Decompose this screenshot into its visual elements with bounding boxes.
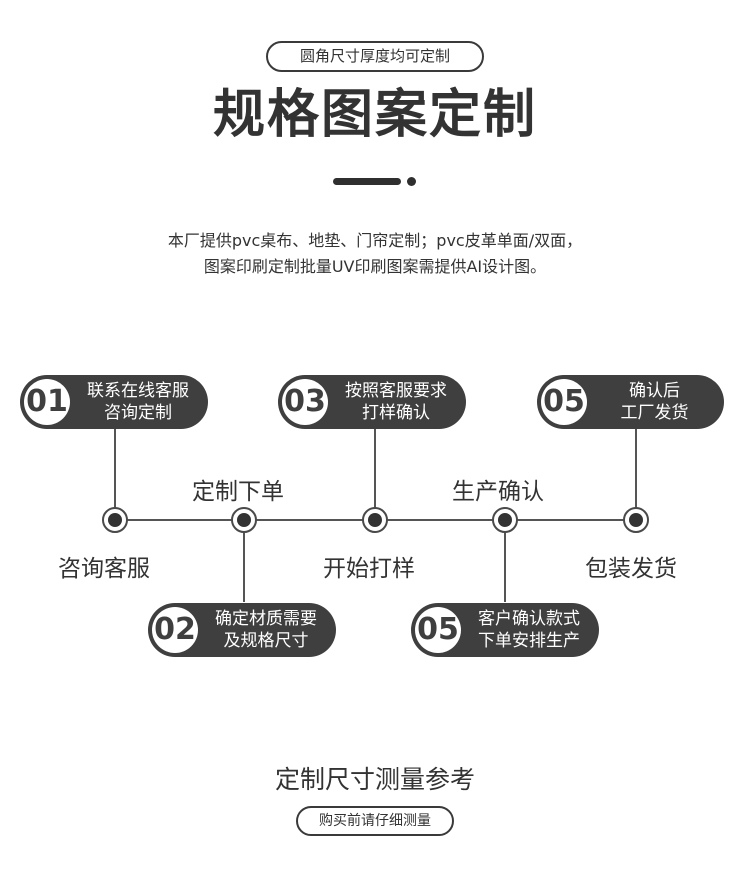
step-text: 按照客服要求 打样确认 xyxy=(345,381,447,423)
footer-badge: 购买前请仔细测量 xyxy=(296,806,454,836)
step-text: 确认后 工厂发货 xyxy=(620,381,689,423)
timeline-node xyxy=(362,507,388,533)
step-05-pill: 05 确认后 工厂发货 xyxy=(537,375,724,429)
stage-label-sampling: 开始打样 xyxy=(323,556,415,582)
timeline-node xyxy=(623,507,649,533)
step-02-pill: 02 确定材质需要 及规格尺寸 xyxy=(148,603,336,657)
timeline-node xyxy=(231,507,257,533)
description-line-1: 本厂提供pvc桌布、地垫、门帘定制；pvc皮革单面/双面， xyxy=(167,231,583,250)
step-number: 05 xyxy=(541,379,587,425)
step-number: 01 xyxy=(24,379,70,425)
connector-02 xyxy=(243,520,245,602)
step-number: 02 xyxy=(152,607,198,653)
footer-heading: 定制尺寸测量参考 xyxy=(274,765,475,794)
step-text: 联系在线客服 咨询定制 xyxy=(87,381,189,423)
connector-04 xyxy=(504,520,506,602)
stage-label-ordering: 定制下单 xyxy=(192,479,284,505)
page-title: 规格图案定制 xyxy=(212,85,537,145)
stage-label-production: 生产确认 xyxy=(452,479,544,505)
step-number: 03 xyxy=(282,379,328,425)
connector-05 xyxy=(635,428,637,520)
description: 本厂提供pvc桌布、地垫、门帘定制；pvc皮革单面/双面， 图案印刷定制批量UV… xyxy=(0,228,750,280)
description-line-2: 图案印刷定制批量UV印刷图案需提供AI设计图。 xyxy=(203,257,547,276)
timeline-node xyxy=(492,507,518,533)
step-05b-pill: 05 客户确认款式 下单安排生产 xyxy=(411,603,599,657)
step-01-pill: 01 联系在线客服 咨询定制 xyxy=(20,375,208,429)
connector-03 xyxy=(374,428,376,520)
header-badge: 圆角尺寸厚度均可定制 xyxy=(266,41,484,72)
step-number: 05 xyxy=(415,607,461,653)
stage-label-consult: 咨询客服 xyxy=(58,556,150,582)
step-03-pill: 03 按照客服要求 打样确认 xyxy=(278,375,466,429)
title-divider-dot xyxy=(407,177,416,186)
connector-01 xyxy=(114,428,116,520)
title-divider xyxy=(333,178,401,185)
step-text: 客户确认款式 下单安排生产 xyxy=(478,609,580,651)
timeline-node xyxy=(102,507,128,533)
stage-label-shipping: 包装发货 xyxy=(585,556,677,582)
step-text: 确定材质需要 及规格尺寸 xyxy=(215,609,317,651)
